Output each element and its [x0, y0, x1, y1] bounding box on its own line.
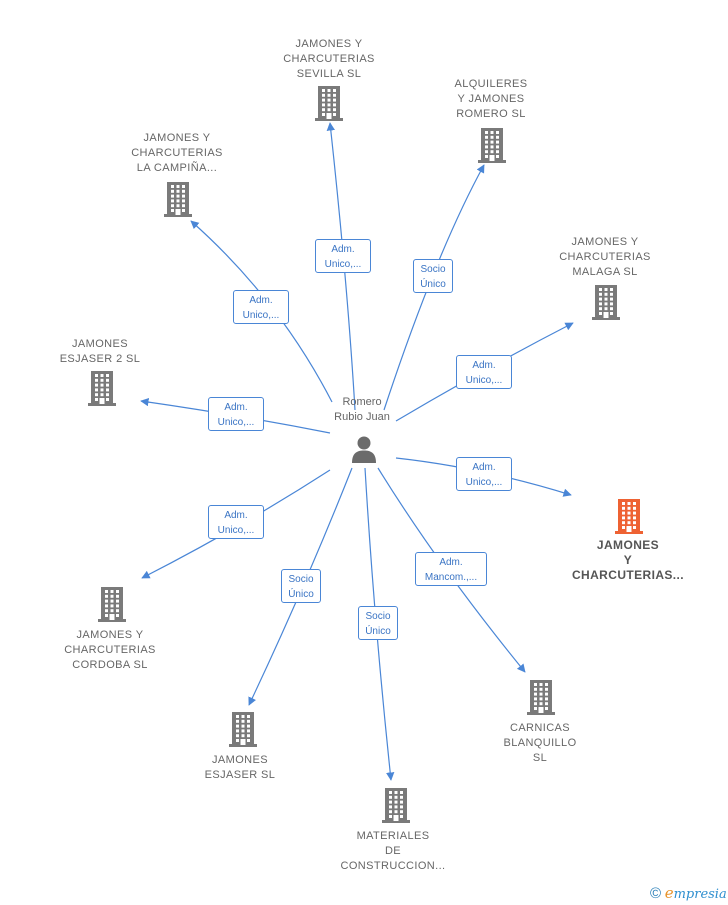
building-icon-esjaser2[interactable] — [86, 370, 118, 406]
company-label-esjaser[interactable]: JAMONES ESJASER SL — [204, 754, 276, 781]
company-label-cordoba[interactable]: JAMONES Y CHARCUTERIAS CORDOBA SL — [64, 629, 156, 671]
relation-label-alquileres[interactable]: Socio Único — [413, 259, 453, 293]
building-icon-malaga[interactable] — [590, 284, 622, 320]
relation-label-cordoba[interactable]: Adm. Unico,... — [208, 505, 264, 539]
relation-label-esjaser[interactable]: Socio Único — [281, 569, 321, 603]
relation-label-materiales[interactable]: Socio Único — [358, 606, 398, 640]
company-label-alquileres[interactable]: ALQUILERES Y JAMONES ROMERO SL — [454, 78, 528, 120]
building-icon-materiales[interactable] — [380, 787, 412, 823]
edge-sevilla — [326, 122, 356, 411]
company-label-esjaser2[interactable]: JAMONES ESJASER 2 SL — [59, 338, 141, 365]
building-icon-esjaser[interactable] — [227, 711, 259, 747]
company-label-sevilla[interactable]: JAMONES Y CHARCUTERIAS SEVILLA SL — [283, 38, 375, 80]
relation-label-malaga[interactable]: Adm. Unico,... — [456, 355, 512, 389]
relation-label-campina[interactable]: Adm. Unico,... — [233, 290, 289, 324]
building-icon-sevilla[interactable] — [313, 85, 345, 121]
building-icon-carnicas[interactable] — [525, 679, 557, 715]
relation-label-jyc[interactable]: Adm. Unico,... — [456, 457, 512, 491]
company-label-carnicas[interactable]: CARNICAS BLANQUILLO SL — [503, 722, 577, 764]
building-icon-jyc[interactable] — [613, 498, 645, 534]
building-icon-alquileres[interactable] — [476, 127, 508, 163]
person-icon[interactable] — [349, 434, 379, 464]
relation-label-sevilla[interactable]: Adm. Unico,... — [315, 239, 371, 273]
building-icon-campina[interactable] — [162, 181, 194, 217]
company-label-materiales[interactable]: MATERIALES DE CONSTRUCCION... — [340, 830, 446, 872]
empresia-logo: © empresia — [650, 884, 727, 902]
company-label-jyc[interactable]: JAMONES Y CHARCUTERIAS... — [571, 538, 684, 582]
building-icon-cordoba[interactable] — [96, 586, 128, 622]
person-label: Romero Rubio Juan — [334, 396, 390, 423]
company-label-campina[interactable]: JAMONES Y CHARCUTERIAS LA CAMPIÑA... — [131, 132, 223, 174]
company-label-malaga[interactable]: JAMONES Y CHARCUTERIAS MALAGA SL — [559, 236, 651, 278]
relation-label-esjaser2[interactable]: Adm. Unico,... — [208, 397, 264, 431]
relation-label-carnicas[interactable]: Adm. Mancom.,... — [415, 552, 487, 586]
